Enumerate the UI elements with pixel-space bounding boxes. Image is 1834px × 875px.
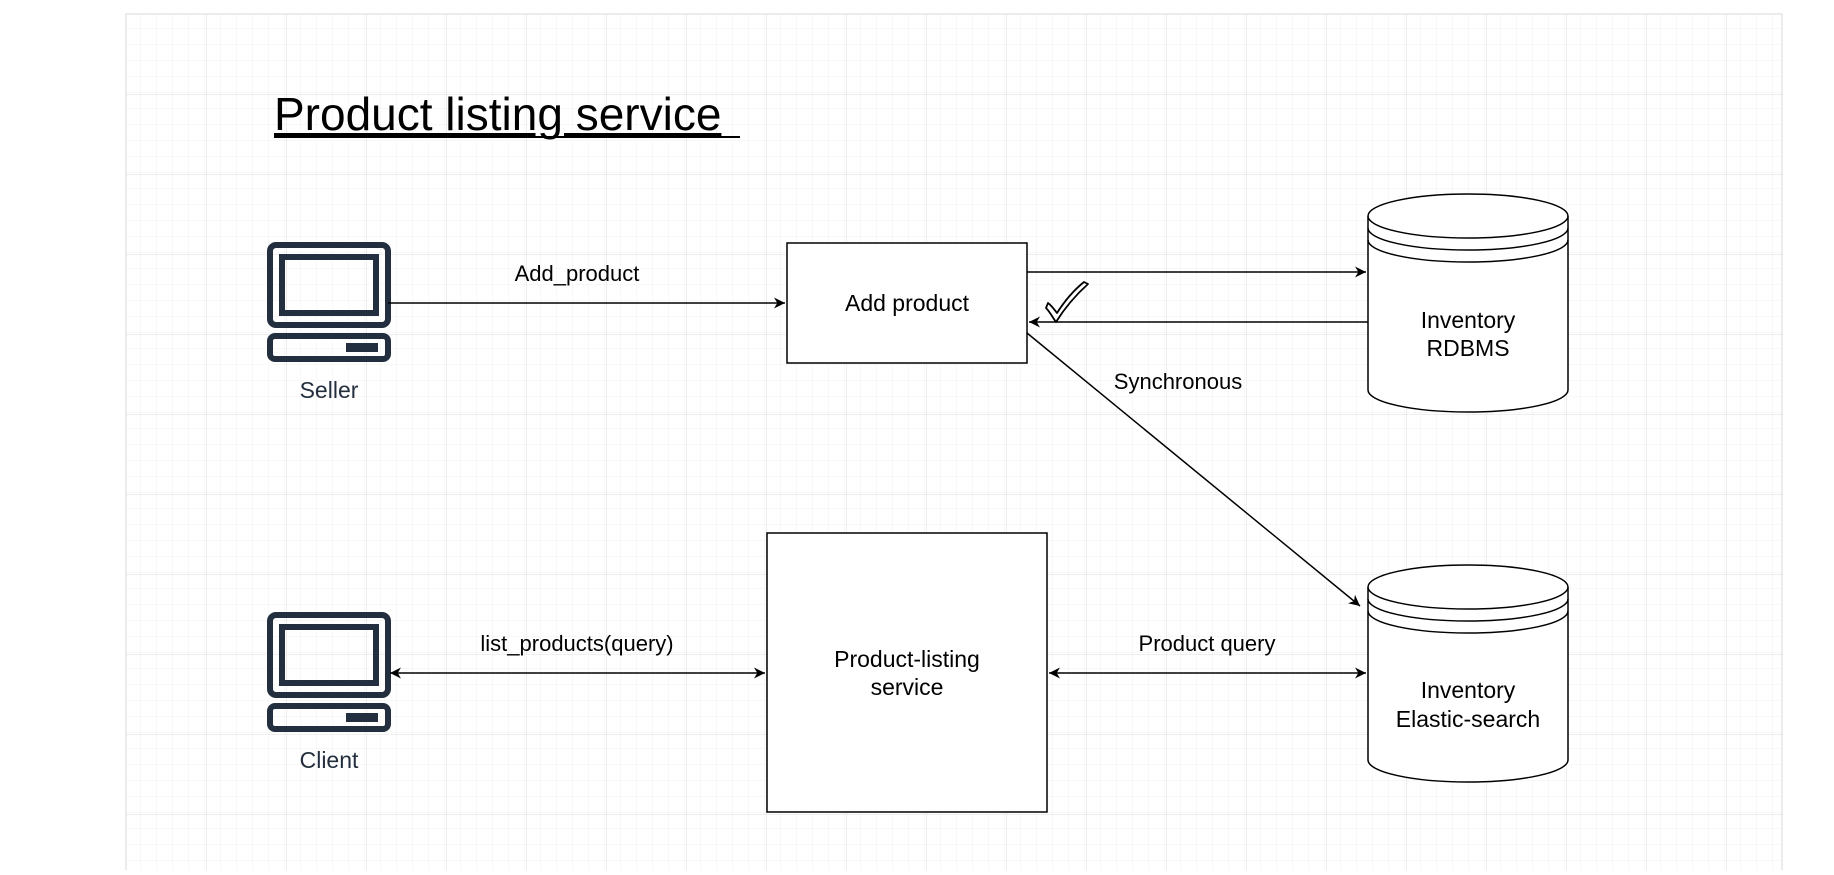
elastic-label-line2: Elastic-search — [1396, 706, 1540, 732]
add-product-edge-label: Add_product — [515, 261, 640, 286]
inventory-rdbms-database[interactable] — [1367, 193, 1569, 413]
checkmark-icon — [1045, 281, 1089, 323]
rdbms-label-line2: RDBMS — [1426, 335, 1509, 361]
add-product-to-elastic-arrow[interactable] — [1026, 332, 1361, 607]
list-products-edge-label: list_products(query) — [480, 631, 673, 656]
product-listing-label-line2: service — [871, 674, 944, 700]
seller-computer-icon[interactable] — [267, 242, 391, 362]
rdbms-label-line1: Inventory — [1421, 307, 1516, 333]
seller-label: Seller — [300, 377, 359, 403]
product-listing-label-line1: Product-listing — [834, 646, 980, 672]
client-computer-icon[interactable] — [267, 612, 391, 732]
add-product-box[interactable] — [786, 242, 1028, 364]
add-product-label: Add product — [845, 290, 970, 316]
product-listing-service-box[interactable] — [766, 532, 1048, 813]
synchronous-edge-label: Synchronous — [1114, 369, 1242, 394]
elastic-label-line1: Inventory — [1421, 677, 1516, 703]
product-query-edge-label: Product query — [1139, 631, 1276, 656]
inventory-elastic-search-database[interactable] — [1367, 564, 1569, 783]
diagram-title[interactable]: Product listing service — [274, 88, 721, 140]
client-label: Client — [300, 747, 359, 773]
